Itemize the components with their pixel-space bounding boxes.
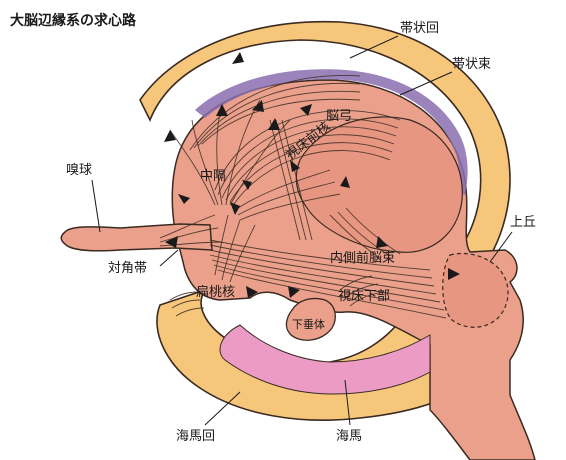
- superior-colliculus-region: [442, 252, 509, 328]
- arrow-icon: [288, 286, 300, 298]
- diagram-title: 大脳辺縁系の求心路: [10, 12, 137, 29]
- arrow-icon: [165, 236, 178, 248]
- label-hippocampus: 海馬: [336, 429, 362, 444]
- label-parahippocampal-gyrus: 海馬回: [176, 429, 215, 444]
- leader-olfactory-bulb: [91, 179, 101, 233]
- leader-cingulum: [399, 71, 453, 96]
- label-medial-forebrain-bundle: 内側前脳束: [330, 250, 395, 266]
- arrow-icon: [178, 194, 190, 204]
- leader-hippocampus: [344, 379, 351, 426]
- label-olfactory-bulb: 嗅球: [66, 163, 92, 178]
- fiber-bundles: [159, 75, 447, 319]
- label-amygdala: 扁桃核: [196, 285, 235, 300]
- leader-parahippocampal-gyrus: [204, 391, 241, 426]
- label-superior-colliculus: 上丘: [510, 215, 536, 230]
- arrow-icon: [340, 176, 350, 188]
- olfactory-bulb: [60, 223, 213, 252]
- label-septum: 中隔: [200, 169, 226, 184]
- arrow-icon: [164, 130, 176, 142]
- label-pituitary: 下垂体: [292, 317, 325, 331]
- label-cingulate-gyrus: 帯状回: [400, 21, 439, 36]
- arrow-icon: [290, 160, 300, 172]
- leader-cingulate-gyrus: [349, 35, 399, 59]
- arrow-icon: [242, 180, 252, 190]
- arrow-icon: [246, 286, 258, 298]
- label-hypothalamus: 視床下部: [338, 289, 390, 304]
- pituitary-gland: [285, 297, 336, 341]
- arrow-icon: [376, 236, 388, 248]
- label-diagonal-band: 対角帯: [108, 261, 147, 276]
- arrow-icon: [252, 100, 264, 112]
- leader-diagonal-band: [159, 249, 179, 267]
- arrow-icon: [448, 268, 460, 280]
- arrow-icon: [268, 118, 280, 130]
- label-cingulum: 帯状束: [452, 57, 491, 72]
- arrow-icon: [300, 104, 312, 116]
- hippocampus-band: [219, 324, 431, 395]
- label-fornix: 脳弓: [326, 109, 352, 124]
- arrow-icon: [232, 52, 244, 64]
- direction-arrows: [164, 52, 460, 298]
- arrow-icon: [230, 202, 240, 215]
- thalamus-body: [295, 116, 463, 253]
- arrow-icon: [216, 104, 228, 116]
- leader-superior-colliculus: [489, 231, 513, 263]
